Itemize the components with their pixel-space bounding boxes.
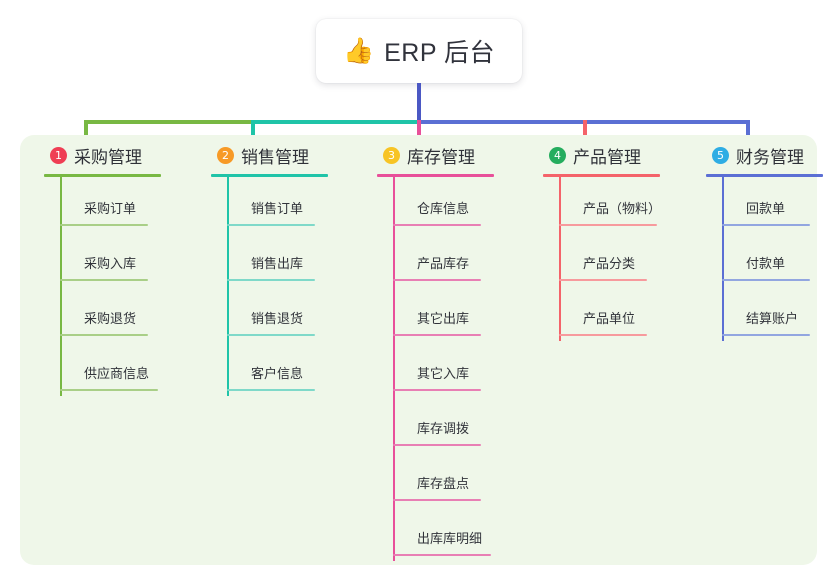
- branch-title-4: 产品管理: [573, 147, 641, 167]
- connector-drop-2: [251, 120, 255, 148]
- branch-badge-2: 2: [217, 146, 234, 164]
- branch-item-label: 其它出库: [417, 311, 470, 326]
- branch-item-underline: [722, 334, 810, 336]
- branch-column-3: 3 库存管理 仓库信息产品库存其它出库其它入库库存调拨库存盘点出库库明细: [363, 142, 494, 561]
- branch-item-underline: [722, 224, 810, 226]
- branch-spine-5: [722, 176, 724, 341]
- branch-item-label: 回款单: [746, 201, 786, 216]
- branch-spine-3: [393, 176, 395, 561]
- connector-bus-green: [84, 120, 253, 124]
- branches-panel: [20, 135, 817, 565]
- branch-underline-2: [211, 174, 328, 177]
- branch-header-5[interactable]: 5 财务管理: [692, 142, 804, 168]
- branch-column-2: 2 销售管理 销售订单销售出库销售退货客户信息: [197, 142, 328, 396]
- branch-title-2: 销售管理: [241, 147, 309, 167]
- branch-item-underline: [393, 499, 481, 501]
- branch-item-label: 仓库信息: [417, 201, 470, 216]
- branch-item-underline: [60, 389, 158, 391]
- branch-item-label: 产品（物料）: [583, 201, 662, 216]
- branch-header-4[interactable]: 4 产品管理: [529, 142, 641, 168]
- branch-title-3: 库存管理: [407, 147, 475, 167]
- branch-header-2[interactable]: 2 销售管理: [197, 142, 309, 168]
- branch-item-underline: [393, 334, 481, 336]
- branch-item-underline: [393, 444, 481, 446]
- branch-item-label: 客户信息: [251, 366, 304, 381]
- branch-column-4: 4 产品管理 产品（物料） 产品分类产品单位: [529, 142, 661, 341]
- branch-item-underline: [393, 389, 481, 391]
- branch-column-5: 5 财务管理 回款单付款单结算账户: [692, 142, 823, 341]
- branch-badge-3: 3: [383, 146, 400, 164]
- branch-item-label: 产品库存: [417, 256, 470, 271]
- branch-item-label: 采购入库: [84, 256, 137, 271]
- branch-item-underline: [227, 389, 315, 391]
- branch-column-1: 1 采购管理 采购订单采购入库采购退货供应商信息: [30, 142, 161, 396]
- root-node[interactable]: 👍 ERP 后台: [316, 19, 522, 83]
- branch-item-underline: [227, 224, 315, 226]
- branch-item-label: 采购退货: [84, 311, 137, 326]
- branch-underline-1: [44, 174, 161, 177]
- branch-underline-4: [543, 174, 660, 177]
- branch-item-underline: [60, 334, 148, 336]
- branch-badge-5: 5: [712, 146, 729, 164]
- connector-root-stem: [417, 83, 421, 120]
- branch-item-label: 库存盘点: [417, 476, 470, 491]
- branch-item-label: 销售退货: [251, 311, 304, 326]
- branch-item-label: 库存调拨: [417, 421, 470, 436]
- connector-drop-5: [746, 120, 750, 148]
- branch-title-1: 采购管理: [74, 147, 142, 167]
- connector-drop-4: [583, 120, 587, 148]
- branch-item-label: 销售出库: [251, 256, 304, 271]
- branch-item-label: 产品分类: [583, 256, 636, 271]
- branch-badge-4: 4: [549, 146, 566, 164]
- root-title: ERP 后台: [384, 39, 496, 67]
- branch-item-label: 销售订单: [251, 201, 304, 216]
- branch-item-label: 结算账户: [746, 311, 799, 326]
- branch-item-underline: [60, 224, 148, 226]
- branch-item-label: 采购订单: [84, 201, 137, 216]
- branch-item-underline: [393, 224, 481, 226]
- connector-bus-teal: [251, 120, 419, 124]
- branch-item-underline: [393, 279, 481, 281]
- connector-drop-3: [417, 120, 421, 148]
- branch-item-underline: [60, 279, 148, 281]
- branch-underline-3: [377, 174, 494, 177]
- branch-spine-4: [559, 176, 561, 341]
- branch-item-label: 其它入库: [417, 366, 470, 381]
- branch-header-3[interactable]: 3 库存管理: [363, 142, 475, 168]
- branch-item-underline: [559, 279, 647, 281]
- connector-drop-1: [84, 120, 88, 148]
- thumbs-up-icon: 👍: [342, 36, 375, 65]
- branch-item-underline: [559, 224, 657, 226]
- branch-spine-2: [227, 176, 229, 396]
- branch-item-label: 产品单位: [583, 311, 636, 326]
- branch-title-5: 财务管理: [736, 147, 804, 167]
- branch-item-label: 付款单: [746, 256, 786, 271]
- branch-item-label: 供应商信息: [84, 366, 150, 381]
- branch-item-underline: [227, 279, 315, 281]
- branch-header-1[interactable]: 1 采购管理: [30, 142, 142, 168]
- branch-spine-1: [60, 176, 62, 396]
- branch-item-underline: [559, 334, 647, 336]
- branch-badge-1: 1: [50, 146, 67, 164]
- branch-item-underline: [227, 334, 315, 336]
- branch-item-label: 出库库明细: [417, 531, 483, 546]
- branch-item-underline: [393, 554, 491, 556]
- branch-item-underline: [722, 279, 810, 281]
- branch-underline-5: [706, 174, 823, 177]
